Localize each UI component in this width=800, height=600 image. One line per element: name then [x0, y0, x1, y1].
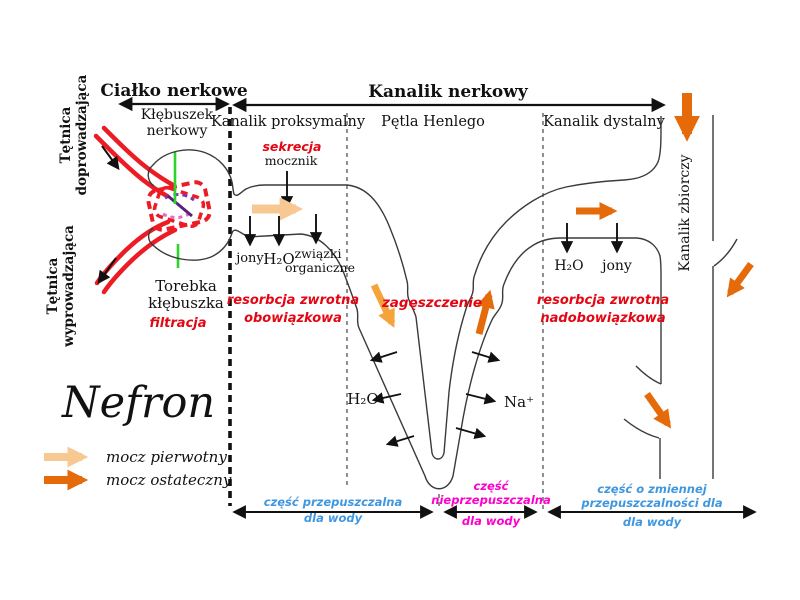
side-nephron-inflow-arrow-right [726, 261, 754, 298]
efferent-artery-label-2: wyprowadzająca [61, 225, 77, 348]
header-renal-corpuscle: Ciałko nerkowe [100, 81, 247, 101]
tubule-wall-lower [147, 227, 662, 490]
proximal-reabsorption-arrows [243, 214, 323, 247]
filtration-label: filtracja [149, 316, 206, 331]
glomerulus-detail-dark [167, 194, 193, 218]
collecting-duct-right-flare [713, 238, 738, 267]
capsule-label-2: kłębuszka [148, 294, 224, 312]
afferent-artery-label-1: Tętnica [58, 106, 74, 163]
permeable-label-2: dla wody [304, 511, 363, 525]
urea-label: mocznik [265, 153, 318, 168]
efferent-arteriole [94, 219, 178, 295]
obligatory-reabsorption-label-2: obowiązkowa [244, 311, 342, 326]
efferent-artery-label-1: Tętnica [45, 257, 61, 314]
facultative-reabsorption-label-2: nadobowiązkowa [540, 311, 665, 326]
collecting-duct-left-flare-lower [623, 418, 660, 439]
variable-permeability-label-2: przepuszczalności dla [580, 496, 722, 510]
loop-water-out-arrows [369, 351, 415, 447]
capsule-label-1: Torebka [155, 277, 217, 295]
proximal-organic-label-2: organiczne [285, 260, 355, 275]
impermeable-label-1: część [474, 479, 510, 493]
distal-ions-label: jony [600, 258, 632, 274]
variable-permeability-label-3: dla wody [623, 515, 682, 529]
efferent-flow-arrow [97, 257, 117, 285]
impermeable-label-2: nieprzepuszczalna [431, 493, 551, 507]
descending-limb-flow-arrow [370, 283, 396, 328]
distal-water-label: H₂O [554, 258, 583, 274]
secretion-label: sekrecja [262, 139, 321, 154]
obligatory-reabsorption-label-1: resorbcja zwrotna [227, 293, 359, 308]
ascending-limb-flow-arrow [475, 289, 495, 335]
proximal-ions-label: jony [234, 251, 264, 266]
permeable-label-1: część przepuszczalna [264, 495, 403, 509]
section-distal-label: Kanalik dystalny [543, 114, 665, 130]
concentration-label: zagęszczenie [381, 295, 482, 311]
proximal-water-label: H₂O [263, 250, 294, 268]
afferent-flow-arrow [101, 145, 120, 171]
section-proximal-label: Kanalik proksymalny [211, 114, 366, 130]
header-renal-tubule: Kanalik nerkowy [368, 82, 529, 102]
diagram-title: Nefron [61, 378, 215, 428]
afferent-arteriole [93, 125, 176, 199]
distal-reabsorption-arrows [560, 223, 624, 254]
side-nephron-inflow-arrow-left [644, 391, 672, 429]
tubule-wall-upper [147, 116, 662, 460]
variable-permeability-label-1: część o zmiennej [597, 482, 707, 496]
section-loop-label: Pętla Henlego [381, 114, 485, 130]
glomerulus-label-1: Kłębuszek [141, 107, 214, 123]
loop-water-label: H₂O [347, 390, 378, 408]
glomerulus-label-2: nerkowy [147, 123, 208, 139]
afferent-artery-label-2: doprowadzająca [74, 74, 90, 195]
glomerulus-detail-pink [162, 210, 193, 219]
legend-final-urine-label: mocz ostateczny [106, 471, 232, 489]
loop-sodium-label: Na⁺ [504, 393, 534, 411]
impermeable-label-3: dla wody [462, 514, 521, 528]
facultative-reabsorption-label-1: resorbcja zwrotna [537, 293, 669, 308]
collecting-duct-left-flare-upper [635, 365, 662, 385]
collecting-duct-label: Kanalik zbiorczy [677, 154, 693, 271]
proximal-organic-label-1: związki [295, 246, 342, 261]
loop-sodium-out-arrows [455, 351, 501, 440]
legend-primary-urine-label: mocz pierwotny [106, 448, 227, 466]
